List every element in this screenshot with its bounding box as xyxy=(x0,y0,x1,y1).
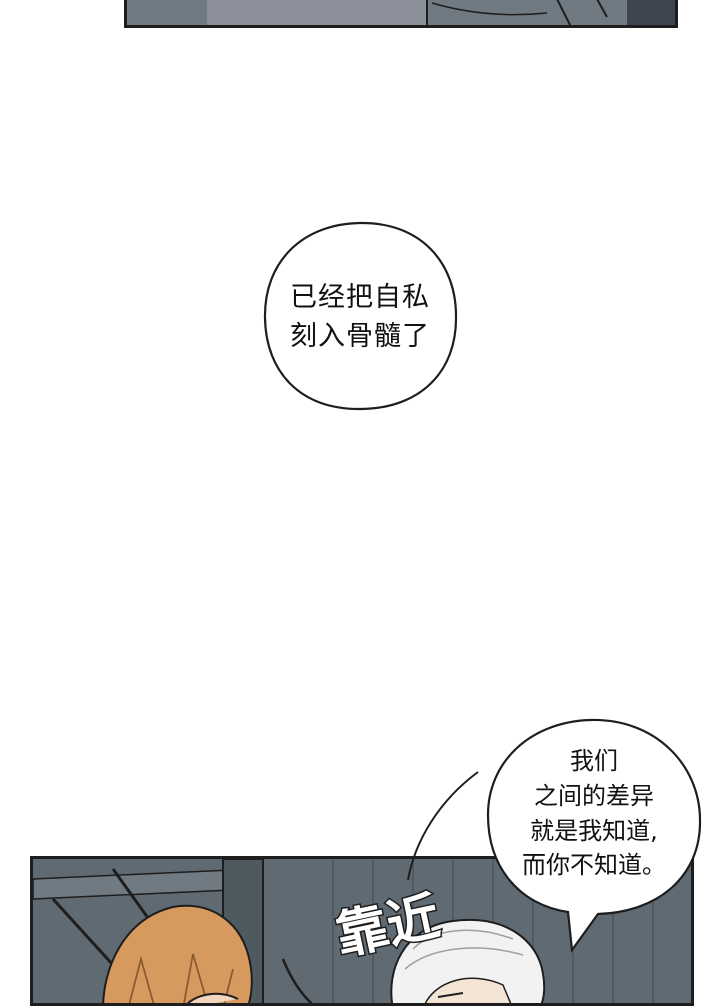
panel-top-art xyxy=(127,0,675,25)
panel-top xyxy=(124,0,678,28)
speech-bubble-2-text: 我们 之间的差异 就是我知道, 而你不知道。 xyxy=(522,747,666,880)
speech-bubble-1-text: 已经把自私 刻入骨髓了 xyxy=(290,282,430,353)
